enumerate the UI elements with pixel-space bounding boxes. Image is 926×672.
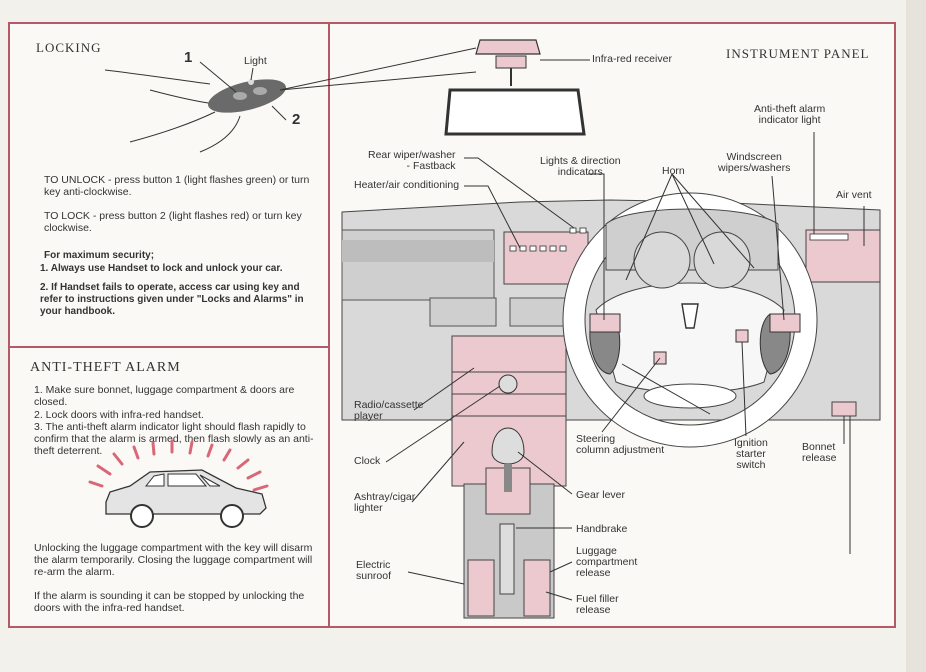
car-illustration [88,439,269,528]
label-handbrake: Handbrake [576,523,628,535]
light-label: Light [244,55,267,67]
label-luggage-release: Luggage compartment release [576,545,638,579]
button-2-label: 2 [292,111,301,128]
alarm-step-3: 3. The anti-theft alarm indicator light … [34,421,314,457]
label-rear-wiper: Rear wiper/washer - Fastback [368,149,456,172]
button-1-label: 1 [184,49,193,66]
label-clock: Clock [354,455,381,467]
leaflet-sheet: LOCKING 1 2 Light TO UNLOCK - press butt… [8,22,896,628]
label-bonnet: Bonnet release [802,441,837,464]
label-infrared-receiver: Infra-red receiver [592,53,672,65]
alarm-title: ANTI-THEFT ALARM [30,360,181,375]
sounding-note: If the alarm is sounding it can be stopp… [34,590,305,614]
label-horn: Horn [662,165,685,177]
vertical-divider [328,24,330,626]
unlock-instructions: TO UNLOCK - press button 1 (light flashe… [44,174,310,198]
instrument-panel-title: INSTRUMENT PANEL [726,46,870,61]
page-edge [906,0,926,672]
security-step-1: 1. Always use Handset to lock and unlock… [40,263,283,274]
security-heading: For maximum security; [44,250,155,261]
label-steering: Steering column adjustment [576,433,665,456]
label-windscreen: Windscreen wipers/washers [718,151,791,174]
label-electric-sunroof: Electric sunroof [356,559,392,582]
label-lights: Lights & direction indicators [540,155,621,178]
label-ashtray: Ashtray/cigar lighter [354,491,416,514]
security-step-2: 2. If Handset fails to operate, access c… [40,282,304,317]
alarm-step-1: 1. Make sure bonnet, luggage compartment… [34,384,295,408]
label-ignition: Ignition starter switch [734,437,768,471]
label-antitheft-light: Anti-theft alarm indicator light [754,103,826,126]
label-air-vent: Air vent [836,189,872,201]
alarm-step-2: 2. Lock doors with infra-red handset. [34,409,204,421]
lock-instructions: TO LOCK - press button 2 (light flashes … [44,210,302,234]
label-gear-lever: Gear lever [576,489,626,501]
label-fuel-release: Fuel filler release [576,593,619,616]
horizontal-divider [10,346,328,348]
dashboard-illustration [279,39,881,619]
luggage-note: Unlocking the luggage compartment with t… [34,542,313,578]
label-heater: Heater/air conditioning [354,179,460,191]
label-radio: Radio/cassette player [354,399,424,422]
locking-title: LOCKING [36,40,102,55]
handset-illustration [104,61,287,153]
